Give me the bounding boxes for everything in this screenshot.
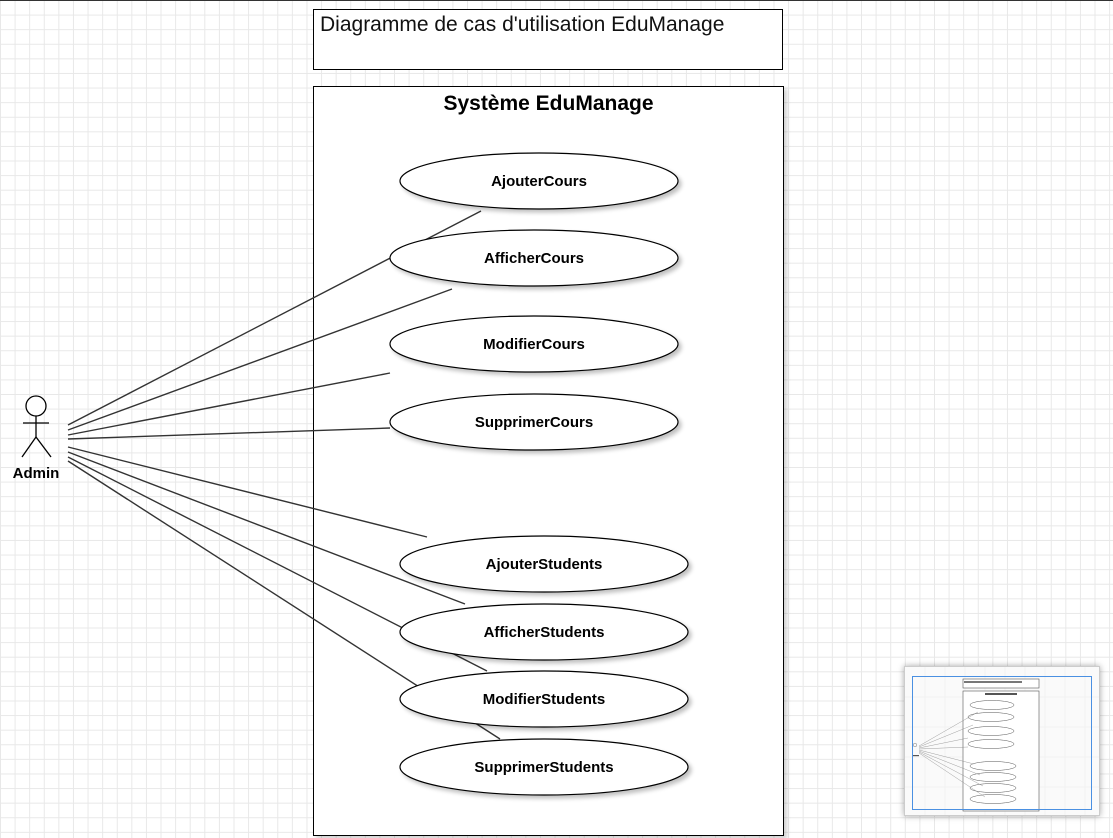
- diagram-title-box[interactable]: Diagramme de cas d'utilisation EduManage: [313, 9, 783, 70]
- use-case[interactable]: ModifierStudents: [399, 670, 689, 728]
- use-case-label: AjouterStudents: [486, 556, 603, 573]
- use-case-label: AfficherCours: [484, 250, 584, 267]
- use-case-label: SupprimerCours: [475, 414, 593, 431]
- association-lines: [67, 210, 501, 740]
- use-case[interactable]: ModifierCours: [389, 315, 679, 373]
- use-case[interactable]: SupprimerStudents: [399, 738, 689, 796]
- association-line[interactable]: [67, 451, 466, 605]
- minimap-viewport[interactable]: [912, 676, 1092, 810]
- use-case-label: SupprimerStudents: [474, 759, 613, 776]
- use-case[interactable]: AjouterStudents: [399, 535, 689, 593]
- outline-minimap[interactable]: [904, 666, 1100, 816]
- association-line[interactable]: [67, 372, 391, 436]
- actor-label: Admin: [13, 465, 60, 482]
- association-line[interactable]: [67, 446, 428, 538]
- use-case-label: AjouterCours: [491, 173, 587, 190]
- diagram-title: Diagramme de cas d'utilisation EduManage: [320, 13, 725, 36]
- association-line[interactable]: [67, 288, 453, 431]
- use-case[interactable]: AfficherCours: [389, 229, 679, 287]
- canvas-top-border: [0, 0, 1113, 1]
- use-case[interactable]: AjouterCours: [399, 152, 679, 210]
- use-case[interactable]: AfficherStudents: [399, 603, 689, 661]
- system-title: Système EduManage: [443, 92, 654, 115]
- actor[interactable]: Admin: [13, 395, 60, 482]
- association-line[interactable]: [67, 427, 391, 440]
- minimap-icon: [905, 667, 1099, 815]
- use-case-label: ModifierStudents: [483, 691, 606, 708]
- use-case-label: AfficherStudents: [484, 624, 605, 641]
- actor-stick-figure-icon: [21, 395, 52, 458]
- use-case[interactable]: SupprimerCours: [389, 393, 679, 451]
- use-case-label: ModifierCours: [483, 336, 585, 353]
